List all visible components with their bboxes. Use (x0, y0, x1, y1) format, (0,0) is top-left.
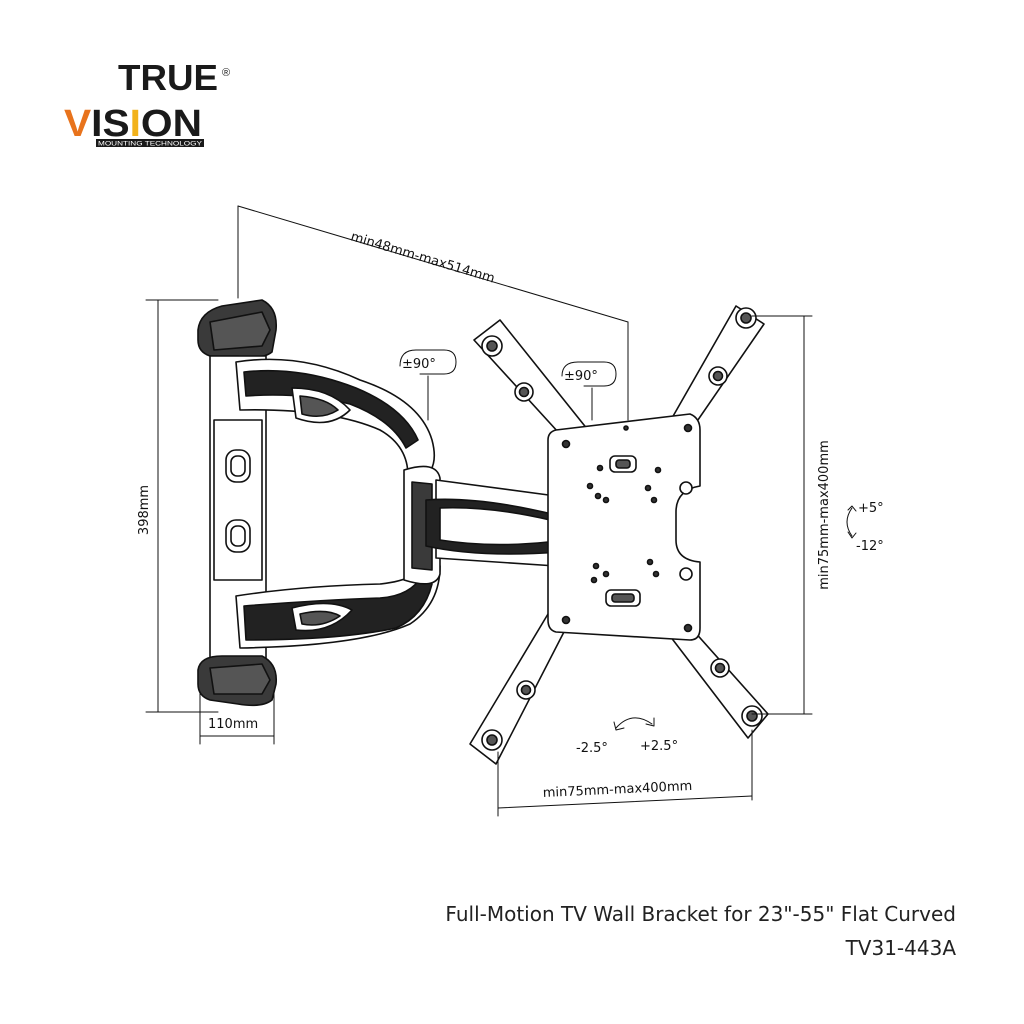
swivel-left-label: ±90° (402, 357, 436, 372)
arm-extension-label: min48mm-max514mm (349, 229, 497, 286)
tilt-down-label: -12° (856, 539, 884, 554)
dimension-wall-plate-width: 110mm (199, 689, 275, 745)
wall-plate-height-label: 398mm (137, 485, 152, 535)
product-title: Full-Motion TV Wall Bracket for 23"-55" … (445, 902, 956, 926)
dimension-vesa-horizontal: min75mm-max400mm (497, 729, 753, 817)
swivel-indicator-right: ±90° (561, 361, 617, 421)
model-number: TV31-443A (845, 936, 956, 960)
tilt-up-label: +5° (858, 501, 884, 516)
rotation-indicator: -2.5° +2.5° (576, 717, 678, 756)
tilt-indicator: +5° -12° (846, 501, 884, 554)
logo-tagline-bar (96, 139, 204, 147)
head-plate (547, 413, 701, 641)
logo-word-vision: VISION (64, 103, 202, 145)
brand-logo: TRUE ® VISION MOUNTING TECHNOLOGY (64, 60, 230, 148)
wall-plate-width-label: 110mm (208, 717, 258, 732)
swivel-right-label: ±90° (564, 369, 598, 384)
logo-registered-mark: ® (222, 67, 230, 79)
dimension-wall-plate-height: 398mm (137, 299, 219, 713)
rotate-right-label: +2.5° (640, 739, 678, 754)
lower-arm (235, 559, 441, 649)
logo-tagline: MOUNTING TECHNOLOGY (98, 141, 203, 148)
wall-plate (197, 299, 278, 707)
pivot-joint (403, 465, 575, 585)
logo-word-true: TRUE (118, 60, 218, 98)
vesa-vertical-label: min75mm-max400mm (817, 440, 832, 590)
dimension-vesa-vertical: min75mm-max400mm (751, 315, 832, 715)
rotate-left-label: -2.5° (576, 741, 608, 756)
vesa-horizontal-label: min75mm-max400mm (542, 779, 692, 801)
upper-arm (235, 358, 436, 481)
swivel-indicator-left: ±90° (399, 349, 457, 421)
